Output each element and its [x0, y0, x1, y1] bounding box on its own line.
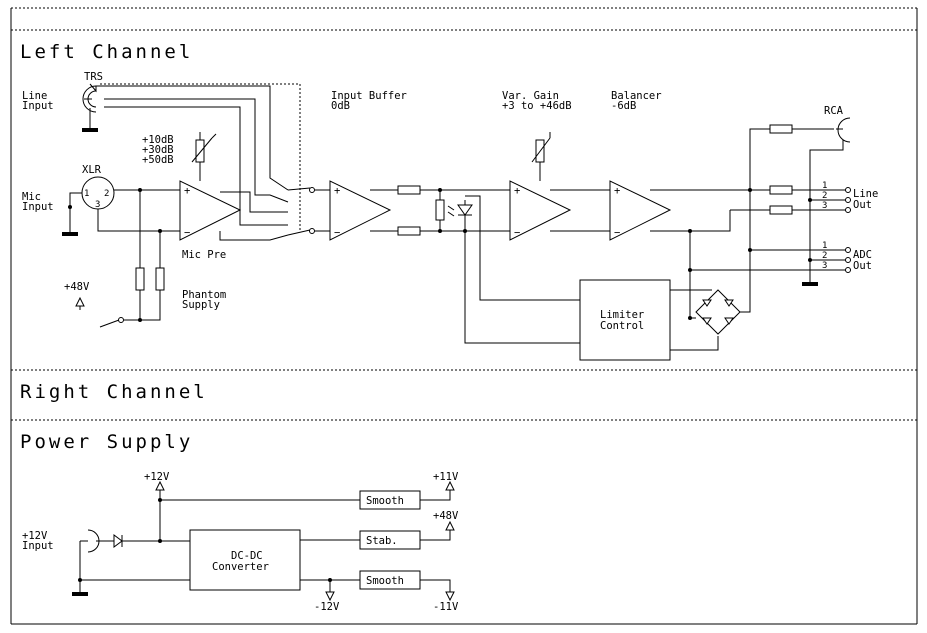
phantom-label-1: Phantom [182, 289, 226, 301]
limiter-label-2: Control [600, 320, 644, 332]
gain-50db: +50dB [142, 154, 174, 166]
line-out-pin-3: 3 [822, 201, 827, 211]
v11-label: +11V [433, 471, 459, 483]
ground-icon [82, 128, 98, 132]
minus-sign: − [184, 227, 190, 239]
dcdc-label-2: Converter [212, 561, 269, 573]
gain-10db: +10dB [142, 134, 174, 146]
line-out-label-2: Out [853, 199, 872, 211]
input-buffer-gain: 0dB [331, 100, 350, 112]
section-power-supply: Power Supply [20, 431, 193, 453]
var-gain-range: +3 to +46dB [502, 100, 572, 112]
gain-30db: +30dB [142, 144, 174, 156]
line-out-pin-1: 1 [822, 181, 827, 191]
vm11-label: -11V [433, 601, 459, 613]
section-right-channel: Right Channel [20, 381, 208, 403]
smooth-2-label: Smooth [366, 575, 404, 587]
adc-out-connector: 1 2 3 ADC Out [690, 190, 872, 286]
power-supply: +12V Input +12V Smooth +11V DC-DC Conver… [22, 471, 459, 613]
mic-pre-label: Mic Pre [182, 249, 226, 261]
variable-gain-amp: Var. Gain +3 to +46dB + − [502, 90, 610, 241]
adc-out-pin-3: 3 [822, 261, 827, 271]
smooth-1-label: Smooth [366, 495, 404, 507]
vm12-label: -12V [314, 601, 340, 613]
adc-out-label-2: Out [853, 260, 872, 272]
rca-jack: RCA [749, 105, 851, 282]
rca-label: RCA [824, 105, 844, 117]
mic-input-label-2: Input [22, 201, 54, 213]
xlr-pin-3: 3 [95, 200, 100, 210]
adc-out-pin-1: 1 [822, 241, 827, 251]
adc-out-pin-2: 2 [822, 251, 827, 261]
xlr-pin-1: 1 [84, 189, 89, 199]
input-selector-switch[interactable] [287, 187, 330, 236]
plus-sign: + [614, 185, 620, 197]
ground-icon [62, 232, 78, 236]
section-left-channel: Left Channel [20, 41, 193, 63]
frame [10, 7, 918, 625]
limiter-control: Limiter Control [579, 190, 751, 361]
power-input-label-1: +12V [22, 530, 48, 542]
xlr-pin-2: 2 [104, 189, 109, 199]
input-buffer: Input Buffer 0dB + − [329, 90, 580, 344]
plus-sign: + [334, 185, 340, 197]
phantom-supply: +48V Phantom Supply [64, 190, 226, 328]
var-gain-label: Var. Gain [502, 90, 559, 102]
balancer-gain: -6dB [611, 100, 636, 112]
line-out-connector: 1 2 3 Line Out [690, 181, 878, 232]
trs-label: TRS [84, 71, 103, 83]
balancer-label: Balancer [611, 90, 662, 102]
phantom-label-2: Supply [182, 299, 220, 311]
xlr-jack: XLR Mic Input 1 2 3 [22, 164, 180, 236]
input-buffer-label: Input Buffer [331, 90, 407, 102]
trs-jack: TRS Line Input [22, 71, 289, 226]
line-out-label-1: Line [853, 188, 878, 200]
minus-sign: − [614, 227, 620, 239]
plus-sign: + [184, 185, 190, 197]
dcdc-label-1: DC-DC [231, 550, 263, 562]
power-input-label-2: Input [22, 540, 54, 552]
line-input-label-2: Input [22, 100, 54, 112]
line-out-pin-2: 2 [822, 191, 827, 201]
ground-icon [72, 592, 88, 596]
phantom-voltage-label: +48V [64, 281, 90, 293]
minus-sign: − [514, 227, 520, 239]
mic-input-label-1: Mic [22, 191, 41, 203]
mic-preamp: + − Mic Pre +10dB +30dB +50dB [142, 132, 289, 261]
ground-icon [802, 282, 818, 286]
plus-sign: + [514, 185, 520, 197]
adc-out-label-1: ADC [853, 249, 872, 261]
minus-sign: − [334, 227, 340, 239]
limiter-label-1: Limiter [600, 309, 644, 321]
line-input-label-1: Line [22, 90, 47, 102]
xlr-label: XLR [82, 164, 102, 176]
balancer-amp: Balancer -6dB + − [609, 90, 770, 291]
v48-label: +48V [433, 510, 459, 522]
v12-label: +12V [144, 471, 170, 483]
stab-label: Stab. [366, 535, 398, 547]
